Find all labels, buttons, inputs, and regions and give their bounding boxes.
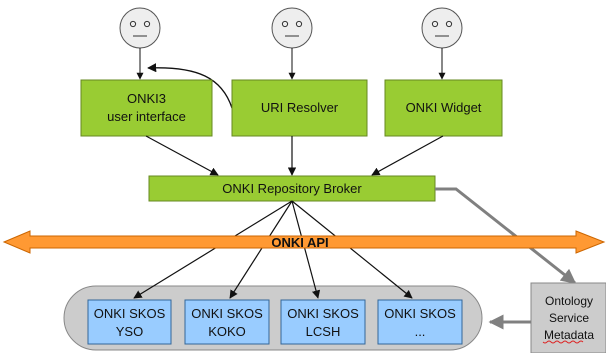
skos-more-line2: ...	[415, 324, 426, 339]
user-icon-right	[421, 7, 463, 49]
skos-yso-line1: ONKI SKOS	[94, 306, 166, 321]
user-icon-middle	[271, 7, 313, 49]
onki-widget-label: ONKI Widget	[406, 100, 482, 115]
skos-yso-box: ONKI SKOS YSO	[87, 299, 172, 345]
skos-koko-line1: ONKI SKOS	[191, 306, 263, 321]
arrow-widget-to-broker	[371, 135, 444, 176]
skos-koko-box: ONKI SKOS KOKO	[184, 299, 270, 345]
skos-lcsh-box: ONKI SKOS LCSH	[280, 299, 366, 345]
uri-resolver-label: URI Resolver	[261, 100, 339, 115]
arrow-broker-to-more	[291, 200, 413, 299]
arrow-broker-to-koko	[229, 200, 293, 299]
onki3-ui-label-line1: ONKI3	[127, 91, 166, 106]
onki-widget-box: ONKI Widget	[384, 79, 503, 137]
ontology-metadata-line3: Metadata	[544, 328, 594, 342]
skos-more-box: ONKI SKOS ...	[377, 299, 463, 345]
repository-broker-box: ONKI Repository Broker	[148, 175, 436, 202]
repository-broker-label: ONKI Repository Broker	[222, 181, 362, 196]
onki-api-label: ONKI API	[271, 235, 328, 250]
arrow-broker-to-metadata	[435, 187, 577, 285]
skos-yso-line2: YSO	[116, 324, 143, 339]
onki-api-bar: ONKI API	[2, 230, 606, 254]
spellcheck-underline	[542, 340, 584, 344]
uri-resolver-box: URI Resolver	[231, 79, 368, 137]
arrow-broker-to-lcsh	[291, 200, 321, 299]
skos-lcsh-line1: ONKI SKOS	[287, 306, 359, 321]
onki3-ui-label-line2: user interface	[107, 109, 186, 124]
user-icon-left	[119, 7, 161, 49]
ontology-metadata-line1: Ontology	[545, 294, 593, 308]
arrow-resolver-to-onki3	[147, 63, 233, 109]
arrow-onki3-to-broker	[145, 135, 219, 176]
skos-lcsh-line2: LCSH	[306, 324, 341, 339]
ontology-metadata-line2: Service	[549, 311, 589, 325]
skos-koko-line2: KOKO	[208, 324, 246, 339]
skos-more-line1: ONKI SKOS	[384, 306, 456, 321]
arrow-broker-to-yso	[133, 200, 293, 299]
onki3-ui-box: ONKI3 user interface	[80, 79, 213, 137]
ontology-metadata-box: Ontology Service Metadata	[530, 282, 606, 353]
